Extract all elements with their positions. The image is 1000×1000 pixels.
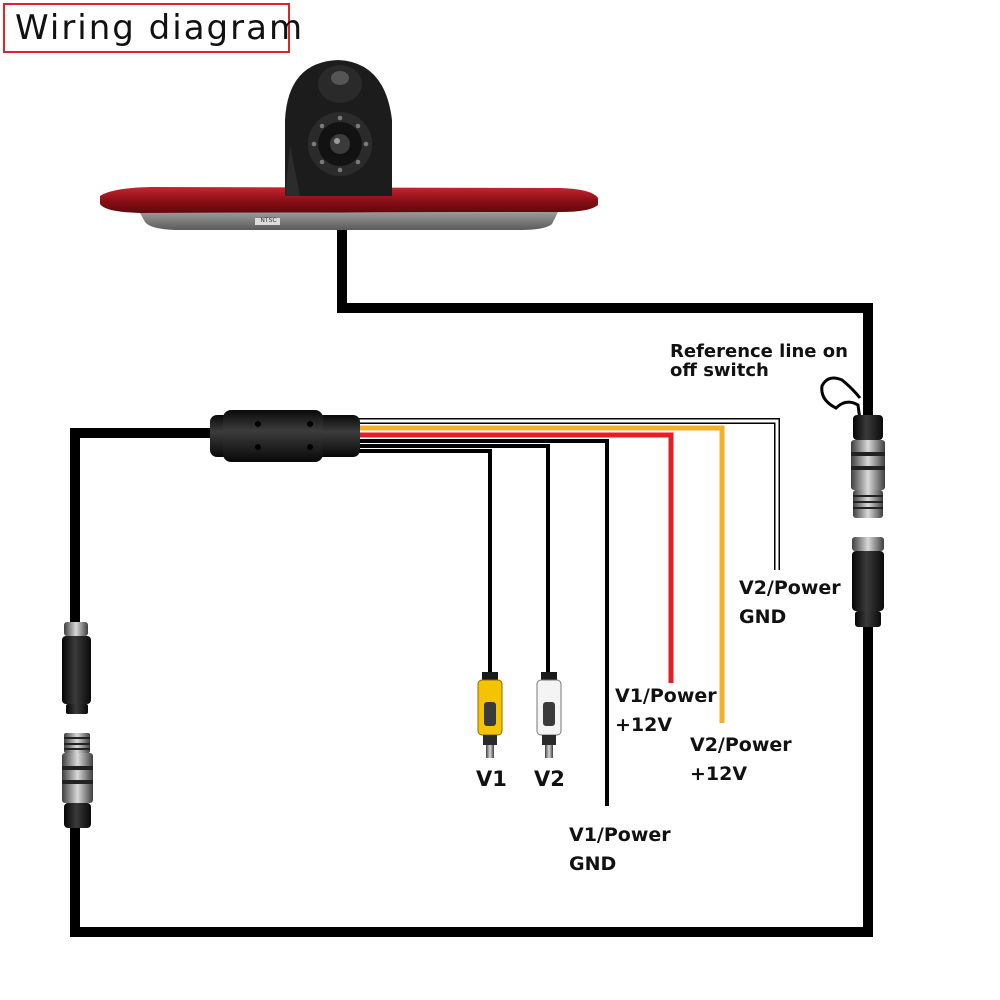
- v2-power-12v-label: V2/Power +12V: [690, 731, 792, 789]
- left-to-harness-cable: [70, 428, 215, 630]
- v1-power-gnd-label: V1/Power GND: [569, 821, 671, 879]
- right-connector-male: [851, 415, 885, 518]
- v2-power-12v-line2: +12V: [690, 763, 748, 785]
- wire-red: [355, 432, 674, 683]
- v1-label: V1: [476, 767, 507, 791]
- wire-black-v2: [355, 444, 550, 672]
- brake-light-bar: [100, 187, 598, 230]
- harness-splitter: [210, 410, 360, 462]
- camera-housing: [285, 60, 392, 196]
- left-connector-lower: [62, 733, 93, 828]
- wire-black-gnd: [355, 439, 609, 806]
- v2-power-12v-line1: V2/Power: [690, 734, 792, 756]
- rca-plug-v1: [477, 672, 503, 758]
- v2-label: V2: [534, 767, 565, 791]
- v1-power-gnd-line1: V1/Power: [569, 824, 671, 846]
- right-to-bottom-cable: [70, 625, 873, 937]
- wire-yellow: [355, 425, 725, 723]
- reference-line-label-line1: Reference line on: [670, 341, 848, 362]
- v1-power-12v-line2: +12V: [615, 714, 673, 736]
- reference-loop-wire: [820, 376, 862, 421]
- left-connector-upper: [62, 622, 91, 714]
- camera-unit: [100, 60, 598, 230]
- ntsc-badge: NTSC: [260, 217, 277, 224]
- v2-power-gnd-label: V2/Power GND: [739, 574, 841, 632]
- right-connector-female: [852, 537, 884, 627]
- v1-power-12v-label: V1/Power +12V: [615, 682, 717, 740]
- reference-line-label: Reference line on off switch: [670, 342, 848, 380]
- v2-power-gnd-line1: V2/Power: [739, 577, 841, 599]
- diagram-title: Wiring diagram: [3, 3, 302, 53]
- v1-power-12v-line1: V1/Power: [615, 685, 717, 707]
- wire-white: [355, 418, 780, 570]
- reference-line-label-line2: off switch: [670, 360, 769, 381]
- camera-to-right-cable: [337, 230, 873, 420]
- v1-power-gnd-line2: GND: [569, 853, 617, 875]
- rca-plug-v2: [536, 672, 562, 758]
- v2-power-gnd-line2: GND: [739, 606, 787, 628]
- wire-black-v1: [355, 449, 492, 672]
